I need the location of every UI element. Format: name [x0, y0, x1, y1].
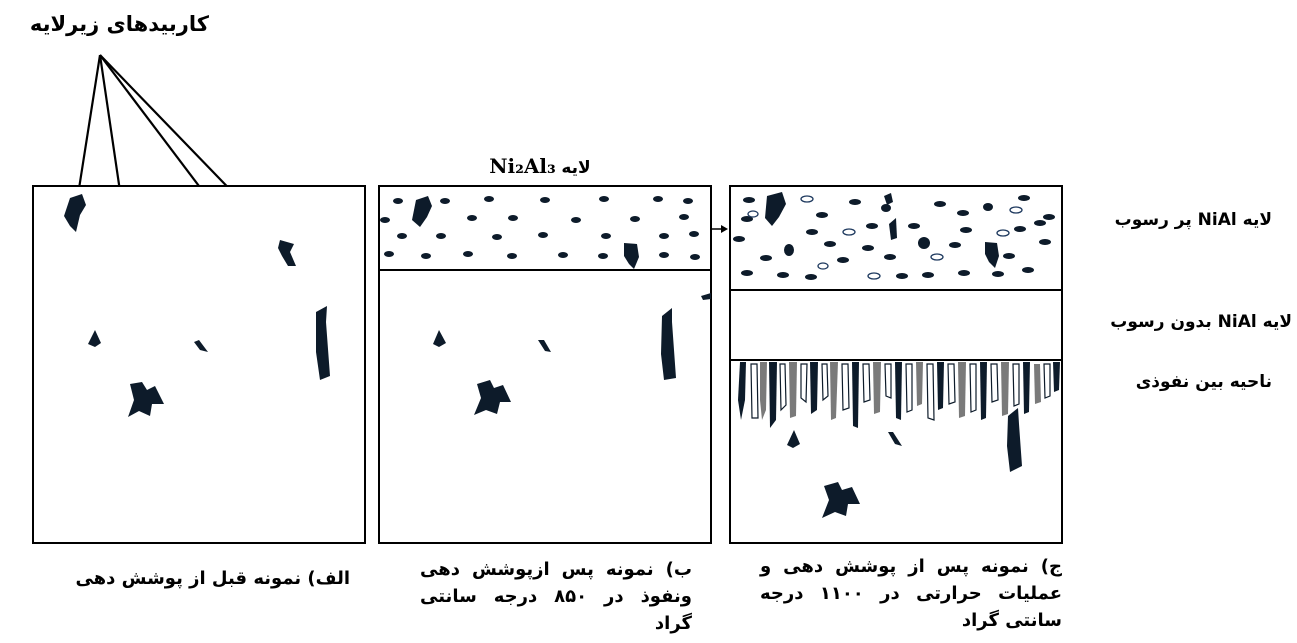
ni2al3-formula: Ni₂Al₃ [489, 154, 556, 178]
transition-arrow [711, 225, 728, 233]
caption-a: الف) نمونه قبل از پوشش دهی [60, 565, 350, 592]
label-plain-layer: لایه NiAl بدون رسوب [1077, 312, 1292, 332]
panel-a [33, 186, 365, 543]
carbides-callout-label: کاربیدهای زیرلایه [14, 12, 209, 36]
panel-b [379, 186, 711, 543]
panel-c [730, 186, 1062, 543]
label-precip-layer: لایه NiAl پر رسوب [1077, 210, 1272, 230]
caption-b: ب) نمونه پس ازپوشش دهی ونفوذ در ۸۵۰ درجه… [420, 556, 692, 637]
ni2al3-prefix: لایه [561, 158, 590, 178]
caption-c: ج) نمونه پس از پوشش دهی و عملیات حرارتی … [760, 553, 1062, 634]
ni2al3-layer-label: لایه Ni₂Al₃ [450, 154, 630, 178]
label-interdiffusion-zone: ناحیه بین نفوذی [1077, 372, 1272, 392]
